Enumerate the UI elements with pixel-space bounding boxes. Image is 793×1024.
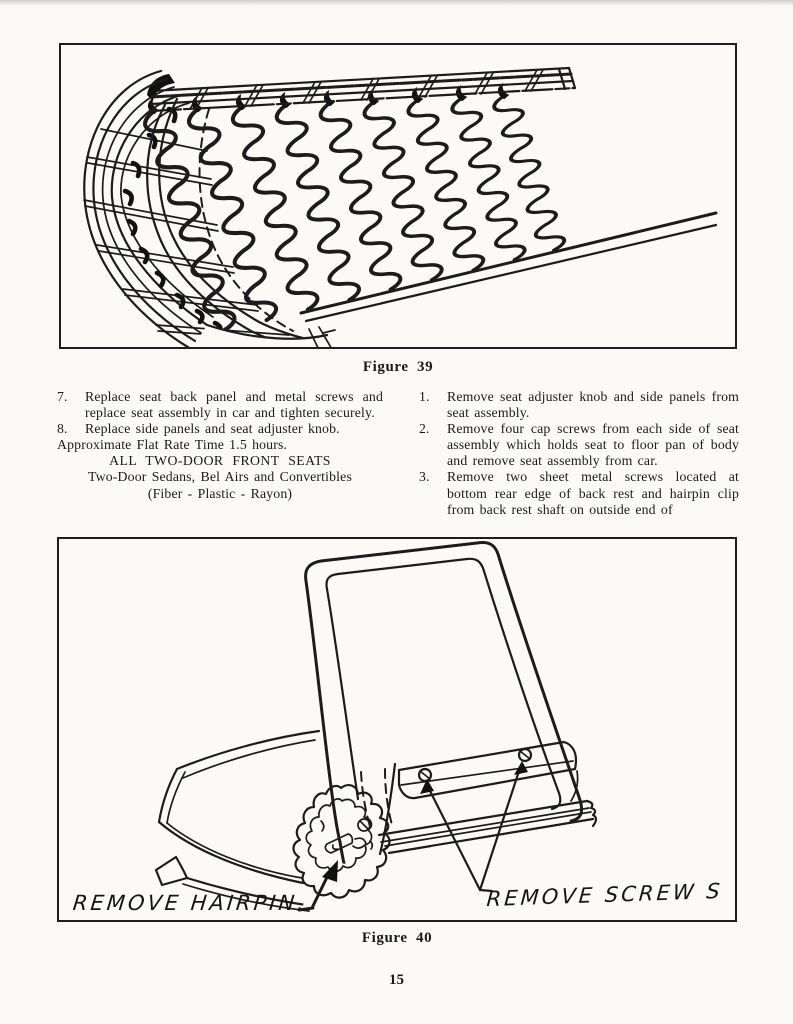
item-number: 7. xyxy=(57,389,68,404)
back-rest-lower-rail xyxy=(397,740,579,802)
list-item-2: 2. Remove four cap screws from each side… xyxy=(419,421,739,469)
side-molding xyxy=(377,799,598,855)
item-text: Replace seat back panel and metal screws… xyxy=(85,389,383,421)
remove-hairpin-arrow xyxy=(297,860,338,912)
screw-icon xyxy=(517,747,533,763)
section-subheading-2: (Fiber - Plastic - Rayon) xyxy=(147,485,293,501)
seat-cushion xyxy=(154,729,321,912)
figure-39-illustration xyxy=(59,43,737,349)
list-item-7: 7. Replace seat back panel and metal scr… xyxy=(57,389,383,421)
item-text: Replace side panels and seat adjuster kn… xyxy=(85,421,340,437)
item-text: Remove seat adjuster knob and side panel… xyxy=(447,389,739,421)
figure-40-label-remove-hairpin: REMOVE HAIRPIN. xyxy=(71,891,309,915)
item-number: 1. xyxy=(419,389,430,404)
section-subheading: Two-Door Sedans, Bel Airs and Convertibl… xyxy=(88,469,352,485)
left-curved-frame xyxy=(83,69,291,347)
figure-39-caption: Figure 39 xyxy=(362,359,434,375)
item-number: 2. xyxy=(419,421,430,437)
list-item-1: 1. Remove seat adjuster knob and side pa… xyxy=(419,389,739,421)
seat-back-springs-drawing xyxy=(83,66,718,347)
page-number: 15 xyxy=(389,972,404,988)
item-text: Remove four cap screws from each side of… xyxy=(447,421,739,469)
item-text: Remove two sheet metal screws located at… xyxy=(447,469,739,517)
zigzag-springs xyxy=(142,90,569,334)
figure-40-illustration: REMOVE HAIRPIN. REMOVE SCREW S xyxy=(57,537,737,922)
section-heading: ALL TWO-DOOR FRONT SEATS xyxy=(109,453,331,469)
figure-40-caption: Figure 40 xyxy=(361,930,433,946)
instructions-left-column: 7. Replace seat back panel and metal scr… xyxy=(57,389,383,502)
frame-tail xyxy=(192,323,336,347)
remove-screws-arrows xyxy=(420,761,528,893)
top-rail xyxy=(147,66,577,113)
instructions-right-column: 1. Remove seat adjuster knob and side pa… xyxy=(419,389,739,518)
item-number: 8. xyxy=(57,421,68,437)
screw-icon xyxy=(417,767,433,783)
list-item-8: 8. Replace side panels and seat adjuster… xyxy=(57,421,383,437)
list-item-3: 3. Remove two sheet metal screws located… xyxy=(419,469,739,517)
flat-rate-line: Approximate Flat Rate Time 1.5 hours. xyxy=(57,437,288,453)
item-number: 3. xyxy=(419,469,430,485)
seat-assembly-drawing xyxy=(154,541,598,919)
bottom-diagonal-rail xyxy=(299,211,718,323)
